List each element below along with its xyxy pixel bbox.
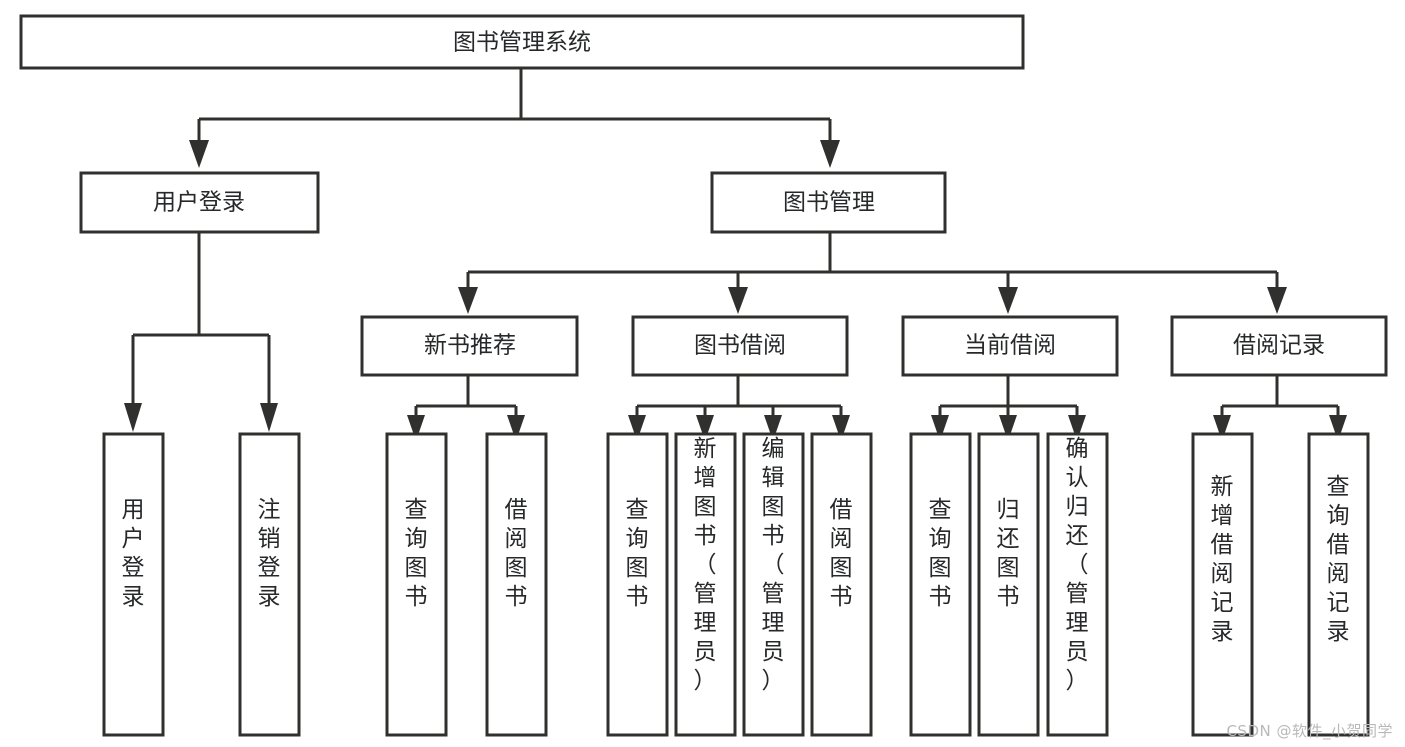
leaf-borrow-book-1-label: 借阅图书	[505, 497, 528, 610]
leaf-borrow-book-2-box[interactable]	[810, 432, 873, 737]
arrow-to-leaf-query-book-3	[931, 415, 949, 441]
arrow-to-leaf-borrow-book-2	[832, 415, 850, 441]
arrow-to-leaf-query-book-1	[407, 415, 425, 441]
arrow-to-leaf-query-book-2	[628, 415, 646, 441]
leaf-user-login-label: 用户登录	[122, 497, 145, 610]
node-book-manage-label: 图书管理	[783, 190, 875, 216]
node-current-borrow-box[interactable]	[901, 315, 1119, 377]
node-borrow-record-box[interactable]	[1170, 315, 1388, 377]
arrow-to-leaf-add-record	[1213, 415, 1231, 441]
node-user-login[interactable]: 用户登录	[79, 171, 320, 234]
leaf-query-book-3[interactable]: 查询图书	[909, 432, 972, 737]
node-user-login-box[interactable]	[79, 171, 320, 234]
arrow-to-current-borrow	[998, 287, 1018, 314]
leaf-query-book-1-box[interactable]	[385, 432, 448, 737]
leaf-add-record-box[interactable]	[1191, 432, 1254, 737]
node-root-label: 图书管理系统	[453, 30, 591, 56]
leaf-query-book-2-box[interactable]	[606, 432, 669, 737]
leaf-borrow-book-2-label: 借阅图书	[830, 497, 853, 610]
leaf-user-login-box[interactable]	[102, 432, 165, 737]
leaf-add-book-label: 新增图书（管理员）	[694, 436, 717, 694]
arrow-to-book-borrow	[728, 287, 748, 314]
arrow-root-to-book-manage	[820, 140, 840, 168]
node-book-borrow-box[interactable]	[631, 315, 849, 377]
arrow-to-leaf-edit-book	[764, 415, 782, 441]
arrow-to-leaf-confirm-return	[1068, 415, 1086, 441]
leaf-return-book-label: 归还图书	[997, 497, 1020, 610]
leaf-add-book[interactable]: 新增图书（管理员）	[674, 432, 737, 737]
leaf-query-record[interactable]: 查询借阅记录	[1307, 432, 1370, 737]
arrow-to-leaf-user-login	[124, 403, 142, 432]
node-book-borrow[interactable]: 图书借阅	[631, 315, 849, 377]
leaf-add-record-label: 新增借阅记录	[1211, 474, 1234, 645]
node-new-book-recommend-box[interactable]	[360, 315, 579, 377]
node-new-book-recommend-label: 新书推荐	[424, 333, 516, 359]
leaf-query-book-1-label: 查询图书	[405, 497, 428, 610]
node-borrow-record-label: 借阅记录	[1233, 333, 1325, 359]
node-new-book-recommend[interactable]: 新书推荐	[360, 315, 579, 377]
leaf-edit-book-label: 编辑图书（管理员）	[762, 436, 785, 694]
leaf-borrow-book-1[interactable]: 借阅图书	[485, 432, 548, 737]
arrow-to-leaf-borrow-book-1	[507, 415, 525, 441]
arrow-to-leaf-add-book	[696, 415, 714, 441]
leaf-borrow-book-1-box[interactable]	[485, 432, 548, 737]
leaf-query-book-3-box[interactable]	[909, 432, 972, 737]
leaf-user-logout-label: 注销登录	[258, 497, 281, 610]
node-root[interactable]: 图书管理系统	[19, 14, 1025, 70]
node-borrow-record[interactable]: 借阅记录	[1170, 315, 1388, 377]
leaf-confirm-return-label: 确认归还（管理员）	[1066, 436, 1089, 694]
node-book-manage[interactable]: 图书管理	[710, 171, 947, 234]
leaf-add-book-box[interactable]	[674, 432, 737, 737]
arrow-to-new-book-recommend	[458, 287, 478, 314]
leaf-return-book-box[interactable]	[977, 432, 1040, 737]
leaf-borrow-book-2[interactable]: 借阅图书	[810, 432, 873, 737]
leaf-user-logout-box[interactable]	[238, 432, 301, 737]
arrow-root-to-user-login	[189, 140, 209, 168]
leaf-confirm-return-box[interactable]	[1046, 432, 1109, 737]
node-root-box[interactable]	[19, 14, 1025, 70]
leaf-add-record[interactable]: 新增借阅记录	[1191, 432, 1254, 737]
leaf-query-record-label: 查询借阅记录	[1327, 474, 1350, 645]
node-current-borrow-label: 当前借阅	[964, 333, 1056, 359]
node-current-borrow[interactable]: 当前借阅	[901, 315, 1119, 377]
leaf-query-book-3-label: 查询图书	[929, 497, 952, 610]
leaf-query-book-2-label: 查询图书	[626, 497, 649, 610]
leaf-query-record-box[interactable]	[1307, 432, 1370, 737]
leaf-query-book-1[interactable]: 查询图书	[385, 432, 448, 737]
arrow-to-leaf-query-record	[1329, 415, 1347, 441]
leaf-user-login[interactable]: 用户登录	[102, 432, 165, 737]
node-book-manage-box[interactable]	[710, 171, 947, 234]
leaf-return-book[interactable]: 归还图书	[977, 432, 1040, 737]
connector-layer	[124, 69, 1347, 441]
arrow-to-borrow-record	[1267, 287, 1287, 314]
leaf-query-book-2[interactable]: 查询图书	[606, 432, 669, 737]
csdn-watermark: CSDN @软件_小贺同学	[1226, 722, 1393, 740]
arrow-to-leaf-return-book	[999, 415, 1017, 441]
leaf-user-logout[interactable]: 注销登录	[238, 432, 301, 737]
leaf-edit-book[interactable]: 编辑图书（管理员）	[742, 432, 805, 737]
arrow-to-leaf-user-logout	[260, 403, 278, 432]
node-user-login-label: 用户登录	[153, 190, 245, 216]
leaf-confirm-return[interactable]: 确认归还（管理员）	[1046, 432, 1109, 737]
leaf-edit-book-box[interactable]	[742, 432, 805, 737]
node-book-borrow-label: 图书借阅	[694, 333, 786, 359]
